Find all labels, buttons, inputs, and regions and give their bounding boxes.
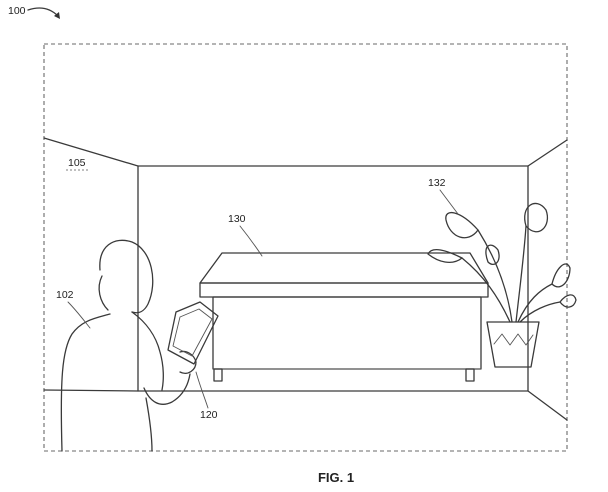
leader-line-102 (67, 301, 91, 329)
desk-top (199, 252, 489, 284)
desk-leg-right (465, 368, 475, 382)
leaf-4 (551, 263, 571, 288)
reference-label-120: 120 (200, 409, 218, 421)
user-shoulder (131, 311, 164, 391)
leaf-3 (427, 248, 463, 264)
ceiling-edge-right (527, 139, 568, 167)
leader-line-130 (239, 225, 263, 257)
reference-label-130: 130 (228, 213, 246, 225)
user-arm (143, 373, 191, 405)
environment-frame (43, 43, 568, 452)
user-hand (179, 350, 197, 374)
desk-edge (199, 282, 489, 298)
desk-leg-left (213, 368, 223, 382)
reference-label-102: 102 (56, 289, 74, 301)
leaf-2 (524, 202, 549, 233)
leader-line-120 (195, 371, 209, 409)
room-walls (43, 137, 568, 421)
user-back (60, 313, 111, 452)
plant-stem-4 (517, 283, 553, 323)
arrow-head (54, 12, 60, 19)
reference-label-132: 132 (428, 177, 446, 189)
plant-stem-3 (461, 257, 511, 323)
tablet-outline (167, 301, 219, 365)
potted-plant (427, 202, 577, 368)
plant-stem-1 (477, 229, 513, 323)
floor-edge-left (43, 389, 139, 392)
user-side (145, 397, 153, 452)
back-wall (137, 165, 529, 392)
desk (199, 252, 489, 382)
ceiling-edge-left (43, 137, 139, 167)
plant-pot (486, 321, 540, 368)
leaf-5 (559, 294, 577, 308)
user-head (99, 239, 154, 314)
reference-arrow-100 (27, 7, 59, 17)
figure-caption: FIG. 1 (318, 470, 354, 485)
plant-stem-2 (515, 225, 527, 323)
floor-edge-right (527, 390, 568, 421)
desk-body (212, 296, 482, 370)
reference-label-100: 100 (8, 5, 26, 17)
tablet-screen (172, 308, 213, 357)
tablet-device (167, 301, 219, 365)
user-face (98, 275, 109, 311)
user-person (60, 239, 197, 452)
leader-line-132 (439, 189, 459, 215)
leaf-6 (485, 244, 500, 265)
reference-label-105: 105 (68, 157, 86, 169)
pot-zigzag (493, 333, 534, 346)
leaf-1 (445, 211, 479, 239)
plant-stem-5 (519, 301, 561, 323)
